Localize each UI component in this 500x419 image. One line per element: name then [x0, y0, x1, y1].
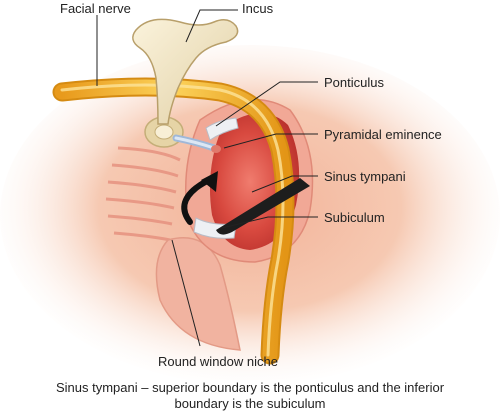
leader-subiculum	[221, 216, 318, 229]
label-subiculum: Subiculum	[324, 210, 385, 225]
leader-incus	[185, 9, 238, 43]
caption-line-2: boundary is the subiculum	[174, 396, 326, 411]
leader-sinus-tympani	[251, 175, 318, 193]
leader-ponticulus	[215, 81, 318, 127]
tissue-folds	[105, 146, 181, 242]
label-pyramidal-eminence: Pyramidal eminence	[324, 127, 442, 142]
label-sinus-tympani: Sinus tympani	[324, 169, 406, 184]
leader-round-window-niche	[171, 239, 201, 347]
incus-bone	[132, 18, 239, 125]
label-incus: Incus	[242, 1, 274, 16]
label-ponticulus: Ponticulus	[324, 75, 384, 90]
ponticulus-ridge	[205, 117, 239, 141]
anatomy-illustration	[0, 9, 500, 385]
figure-caption: Sinus tympani – superior boundary is the…	[0, 380, 500, 412]
caption-line-1: Sinus tympani – superior boundary is the…	[55, 380, 445, 395]
probe	[216, 178, 310, 235]
pyramidal-eminence-tip	[211, 145, 221, 153]
leader-pyramidal-eminence	[223, 133, 318, 149]
leader-lines	[96, 9, 318, 347]
label-round-window-niche: Round window niche	[158, 354, 278, 369]
arrow-head-icon	[201, 171, 218, 192]
label-facial-nerve: Facial nerve	[60, 1, 131, 16]
